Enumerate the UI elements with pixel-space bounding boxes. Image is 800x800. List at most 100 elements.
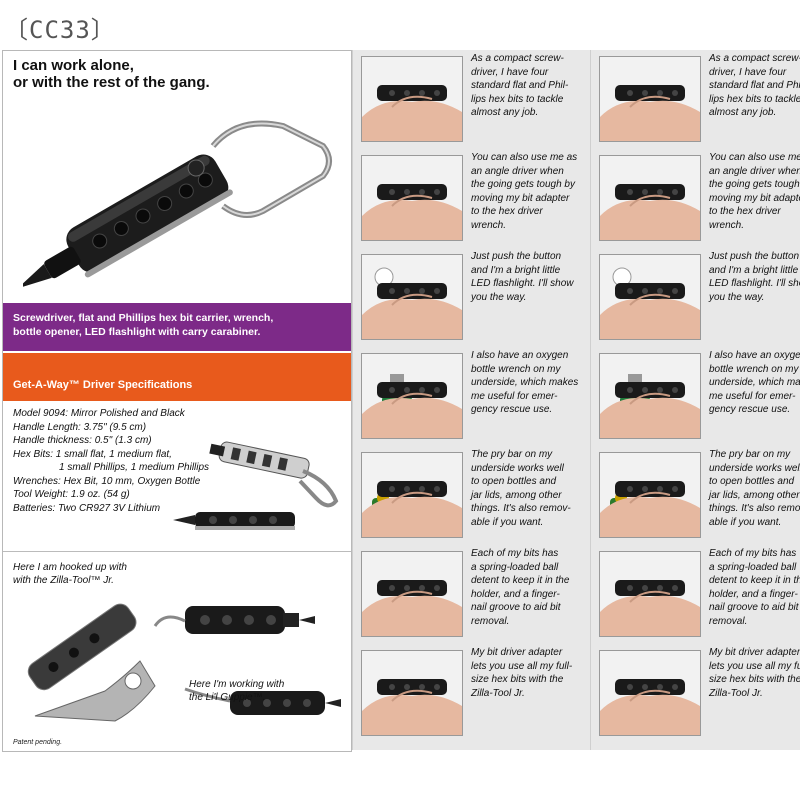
step-caption-line: underside, which makes (471, 377, 579, 389)
divider (3, 551, 351, 552)
spec-line: Hex Bits: 1 small flat, 1 medium flat, (13, 448, 172, 460)
step-photo (599, 353, 701, 439)
step-caption: As a compact screw-driver, I have four st… (471, 52, 593, 120)
step-caption-line: nail groove to aid bit (471, 602, 561, 614)
step-caption-line: My bit driver adapter (471, 647, 563, 658)
step-caption-line: driver, I have four (471, 66, 549, 78)
step-caption-line: detent to keep it in the (709, 575, 800, 587)
step-caption-line: things. It's also remov- (709, 503, 800, 515)
specs-title-banner: Get-A-Way™ Driver Specifications (3, 353, 351, 401)
step-caption-line: to the hex driver (709, 206, 781, 218)
step-photo (361, 56, 463, 142)
step-caption-line: you the way. (471, 291, 527, 303)
step-caption-line: Zilla-Tool Jr. (471, 687, 525, 699)
step-caption-line: standard flat and Phil- (471, 80, 569, 92)
guppie-caption-line-1: Here I'm working with (189, 679, 285, 690)
step-caption-line: a spring-loaded ball (471, 561, 559, 573)
multitool-side-image (173, 512, 295, 530)
step-caption-line: holder, and a finger- (709, 588, 798, 600)
step-caption-line: an angle driver when (709, 165, 800, 177)
step-caption-line: almost any job. (709, 107, 777, 119)
step-caption-line: LED flashlight. I'll show (709, 278, 800, 290)
step-photo (361, 155, 463, 241)
step-caption-line: removal. (709, 615, 748, 627)
step-caption-line: As a compact screw- (471, 53, 564, 64)
step-caption-line: You can also use me as (471, 152, 578, 163)
step-caption-line: standard flat and Phil- (709, 80, 800, 92)
step-photo (599, 56, 701, 142)
step-caption-line: to open bottles and (471, 476, 557, 488)
panel1-step: As a compact screw-driver, I have four st… (361, 50, 593, 142)
step-photo (599, 155, 701, 241)
step-caption-line: As a compact screw- (709, 53, 800, 64)
headline-line-2: or with the rest of the gang. (13, 74, 210, 91)
step-caption-line: Each of my bits has (709, 548, 797, 559)
step-caption-line: My bit driver adapter (709, 647, 800, 658)
step-caption-line: bottle wrench on my (709, 363, 799, 375)
multitool-open-image (209, 441, 339, 508)
spec-line: Batteries: Two CR927 3V Lithium (13, 502, 161, 514)
step-photo (361, 551, 463, 637)
step-caption-line: to open bottles and (709, 476, 795, 488)
step-caption-line: removal. (471, 615, 510, 627)
step-caption-line: underside works well (709, 462, 800, 474)
step-photo (599, 551, 701, 637)
step-photo (361, 254, 463, 340)
step-caption-line: size hex bits with the (471, 674, 564, 686)
step-photo (599, 254, 701, 340)
step-caption-line: Just push the button (709, 251, 800, 262)
step-photo (599, 650, 701, 736)
guppie-caption-line-2: the Li'l Guppie™. (189, 692, 266, 703)
step-caption-line: lips hex bits to tackle (709, 93, 800, 105)
step-caption-line: Zilla-Tool Jr. (709, 687, 763, 699)
step-caption: You can also use me as an angle driver wh… (709, 151, 800, 233)
product-code: 〔CC33〕 (4, 16, 116, 44)
step-caption-line: and I'm a bright little (471, 264, 561, 276)
step-caption-line: LED flashlight. I'll show (471, 278, 574, 290)
zilla-caption-line-2: with the Zilla-Tool™ Jr. (13, 575, 114, 586)
step-caption-line: I also have an oxygen (709, 350, 800, 361)
step-caption: I also have an oxygen bottle wrench on my… (709, 349, 800, 417)
step-caption-line: underside, which makes (709, 377, 800, 389)
step-caption-line: able if you want. (709, 516, 782, 528)
headline-line-1: I can work alone, (13, 57, 134, 74)
features-banner: Screwdriver, flat and Phillips hex bit c… (3, 303, 351, 351)
step-photo (361, 353, 463, 439)
panel2-step: Each of my bits has a spring-loaded ball d… (599, 545, 800, 637)
step-caption-line: a spring-loaded ball (709, 561, 797, 573)
step-photo (599, 452, 701, 538)
step-caption-line: you the way. (709, 291, 765, 303)
step-caption-line: wrench. (709, 219, 745, 231)
step-caption-line: to the hex driver (471, 206, 543, 218)
step-caption: Each of my bits has a spring-loaded ball d… (709, 547, 800, 629)
step-caption-line: You can also use me as (709, 152, 800, 163)
step-caption-line: bottle wrench on my (471, 363, 561, 375)
step-caption-line: the going gets tough by (709, 179, 800, 191)
features-line-1: Screwdriver, flat and Phillips hex bit c… (13, 312, 274, 324)
step-caption-line: me useful for emer- (709, 390, 796, 402)
step-caption-line: jar lids, among other (709, 489, 800, 501)
overview-panel: I can work alone, or with the rest of th… (2, 50, 352, 752)
step-caption-line: moving my bit adapter (471, 192, 570, 204)
features-line-2: bottle opener, LED flashlight with carry… (13, 326, 261, 338)
step-caption-line: nail groove to aid bit (709, 602, 799, 614)
headline: I can work alone, or with the rest of th… (13, 57, 333, 91)
step-caption-line: able if you want. (471, 516, 544, 528)
panel1-step: Just push the button and I'm a bright lit… (361, 248, 593, 340)
guppie-caption: Here I'm working with the Li'l Guppie™. (189, 678, 284, 704)
step-caption-line: Just push the button (471, 251, 562, 262)
patent-note: Patent pending. (13, 739, 63, 746)
